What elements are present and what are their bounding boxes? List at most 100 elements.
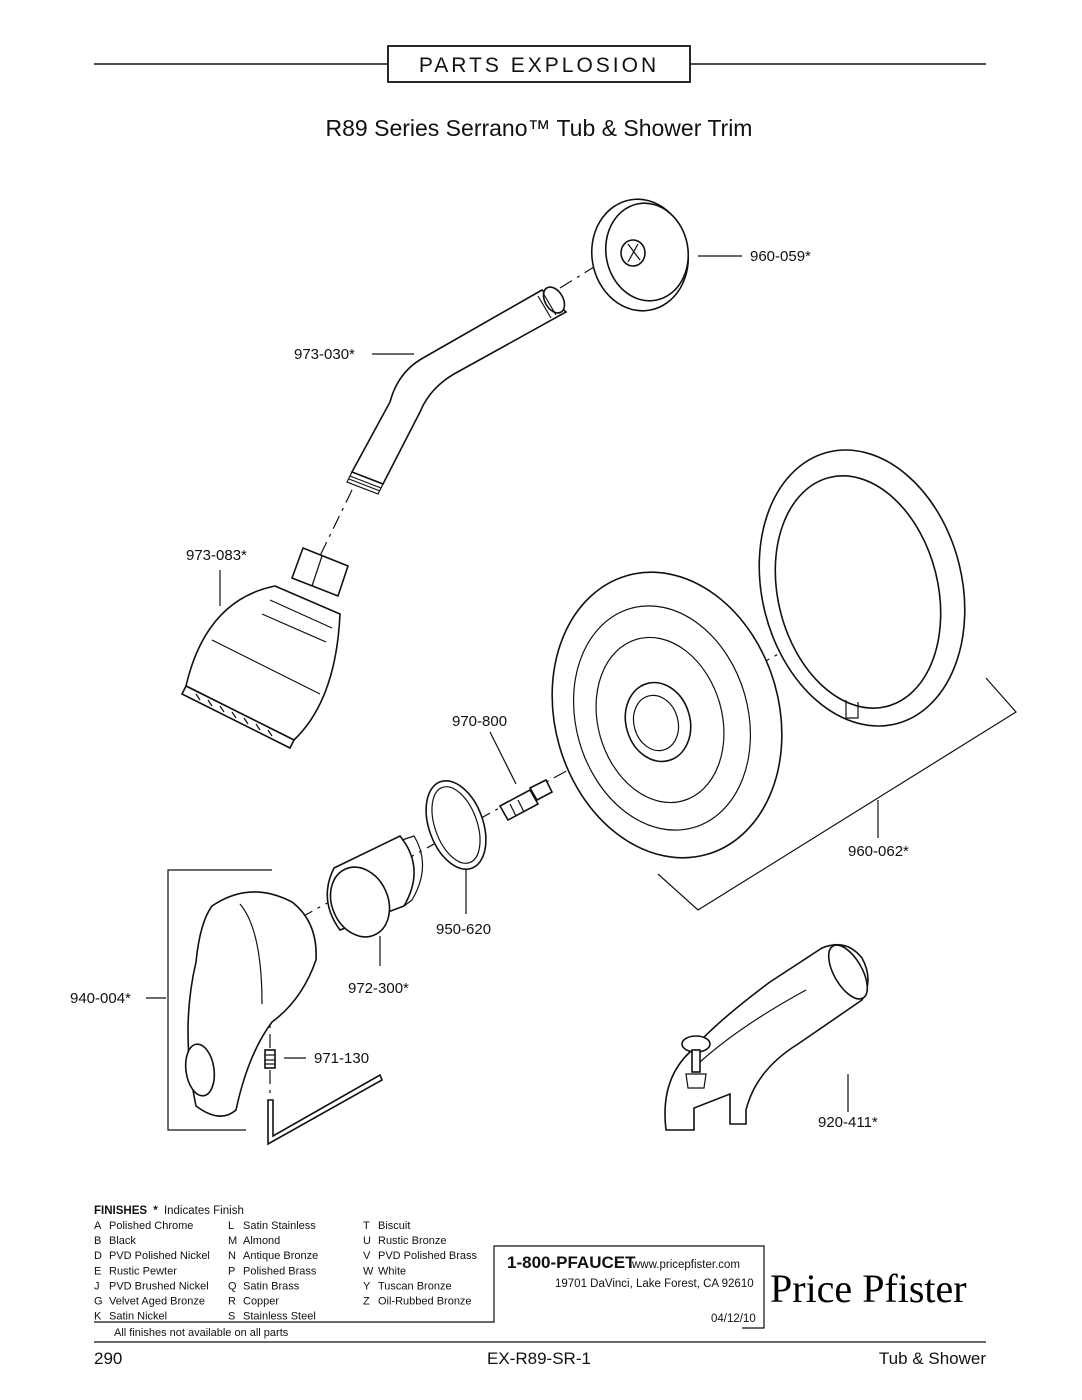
finish-item: P Polished Brass [228,1265,317,1277]
banner-box [387,45,691,83]
page-title: R89 Series Serrano™ Tub & Shower Trim [326,115,753,141]
brand-logo: Price Pfister [770,1266,967,1311]
finish-item: D PVD Polished Nickel [94,1250,210,1262]
finish-code: G [94,1296,103,1308]
finish-item: U Rustic Bronze [363,1235,446,1247]
finish-code: P [228,1265,235,1277]
finish-code: K [94,1311,102,1323]
finish-code: J [94,1280,100,1292]
finish-item: W White [363,1265,406,1277]
part-stem-extension [498,778,554,822]
finishes-footnote: All finishes not available on all parts [114,1327,289,1339]
finishes-heading-text: FINISHES [94,1205,147,1217]
part-o-ring [425,779,487,871]
finish-item: L Satin Stainless [228,1220,316,1232]
finish-name: Polished Chrome [109,1220,193,1232]
part-label-973-083: 973-083* [186,547,247,564]
finishes-heading: FINISHES * Indicates Finish [94,1205,244,1217]
part-label-950-620: 950-620 [436,921,491,938]
finish-name: Biscuit [378,1220,410,1232]
part-label-973-030: 973-030* [294,346,355,363]
finish-item: M Almond [228,1235,280,1247]
finish-name: Almond [243,1235,280,1247]
finish-code: E [94,1265,101,1277]
part-tub-spout [664,943,869,1131]
finish-code: L [228,1220,234,1232]
page-category: Tub & Shower [879,1349,986,1368]
finish-name: Black [109,1235,136,1247]
finish-code: W [363,1265,374,1277]
finish-name: Stainless Steel [243,1311,316,1323]
contact-website: www.pricepfister.com [631,1259,740,1271]
finish-name: Antique Bronze [243,1250,318,1262]
part-lever-handle [184,891,317,1117]
finish-code: U [363,1235,371,1247]
finish-item: E Rustic Pewter [94,1265,177,1277]
part-set-screw [264,1049,276,1069]
finishes-star: * [153,1205,158,1217]
finish-code: V [363,1250,371,1262]
part-sleeve [326,835,424,938]
finish-item: G Velvet Aged Bronze [94,1296,205,1308]
finish-name: Polished Brass [243,1265,317,1277]
finish-item: Y Tuscan Bronze [363,1280,452,1292]
revision-date: 04/12/10 [711,1313,756,1325]
contact-box-outline [94,1245,765,1329]
finish-name: PVD Polished Nickel [109,1250,210,1262]
finish-item: B Black [94,1235,136,1247]
finish-code: D [94,1250,102,1262]
finish-name: Velvet Aged Bronze [109,1296,205,1308]
finish-code: Q [228,1280,237,1292]
finish-item: A Polished Chrome [94,1220,193,1232]
bracket-940-004 [167,869,272,1131]
part-hex-wrench [267,1073,384,1146]
axis-arm-head [317,489,353,561]
leader-970-800 [489,731,517,785]
page-number: 290 [94,1349,122,1368]
finish-item: V PVD Polished Brass [363,1250,478,1262]
banner-text: PARTS EXPLOSION [419,54,659,77]
part-label-972-300: 972-300* [348,980,409,997]
finish-name: Rustic Bronze [378,1235,446,1247]
part-label-960-059: 960-059* [750,248,811,265]
part-label-970-800: 970-800 [452,713,507,730]
finish-code: T [363,1220,370,1232]
finish-item: T Biscuit [363,1220,410,1232]
finish-name: PVD Polished Brass [378,1250,478,1262]
finish-name: Tuscan Bronze [378,1280,452,1292]
finish-name: Rustic Pewter [109,1265,177,1277]
finishes-legend: FINISHES * Indicates Finish A Polished Ch… [94,1205,478,1339]
finish-code: M [228,1235,237,1247]
finish-item: K Satin Nickel [94,1311,167,1323]
part-label-920-411: 920-411* [818,1114,878,1131]
finish-code: A [94,1220,102,1232]
finish-code: N [228,1250,236,1262]
part-escutcheon-plate [551,571,783,859]
finish-name: Satin Stainless [243,1220,316,1232]
finish-code: S [228,1311,235,1323]
finish-code: R [228,1296,236,1308]
finish-name: Oil-Rubbed Bronze [378,1296,472,1308]
finish-name: Satin Nickel [109,1311,167,1323]
part-label-971-130: 971-130 [314,1050,369,1067]
finish-name: Satin Brass [243,1280,300,1292]
part-label-960-062: 960-062* [848,843,909,860]
finish-code: B [94,1235,101,1247]
part-label-940-004: 940-004* [70,990,131,1007]
contact-phone: 1-800-PFAUCET [507,1253,636,1272]
finishes-note: Indicates Finish [164,1205,244,1217]
document-id: EX-R89-SR-1 [487,1349,591,1368]
finish-code: Y [363,1280,371,1292]
part-shower-arm [346,286,568,495]
finish-item: N Antique Bronze [228,1250,318,1262]
finish-item: S Stainless Steel [228,1311,316,1323]
part-escutcheon-gasket [758,449,966,727]
finish-name: White [378,1265,406,1277]
